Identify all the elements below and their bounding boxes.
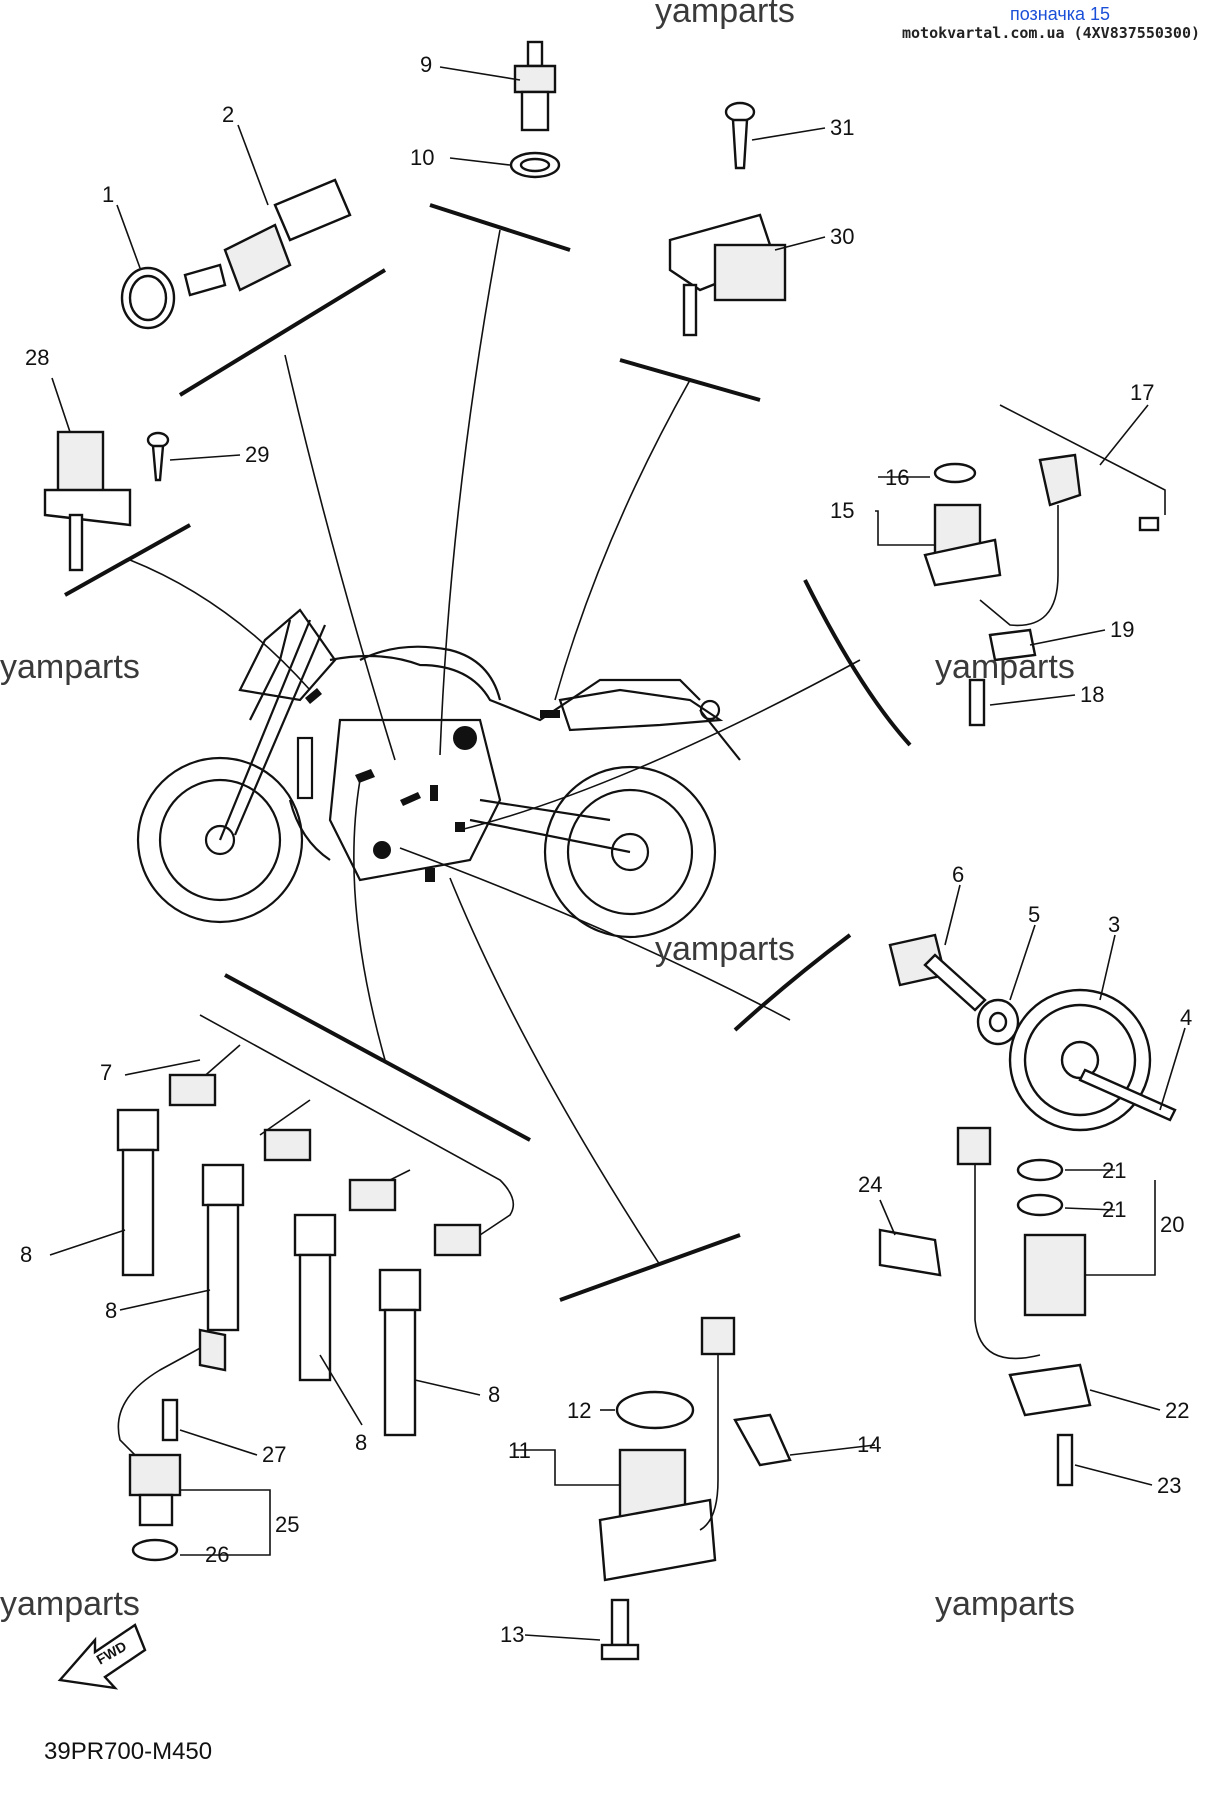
callout-10: 10	[410, 145, 434, 170]
callout-19: 19	[1110, 617, 1134, 642]
callout-21b: 21	[1102, 1197, 1126, 1222]
callout-9: 9	[420, 52, 432, 77]
watermark-top: yamparts	[655, 0, 795, 30]
part-25-sensor	[117, 1328, 227, 1527]
part-13-bolt	[600, 1598, 640, 1661]
part-18-bolt	[968, 678, 986, 727]
motorcycle-outline	[136, 608, 741, 939]
part-31-screw	[724, 101, 756, 170]
part-27-bolt	[161, 1398, 179, 1442]
part-30-position-sensor	[668, 213, 787, 337]
part-14-clamp	[733, 1413, 792, 1467]
part-2-temp-sensor	[183, 178, 352, 297]
part-1-washer	[120, 266, 176, 330]
fwd-arrow-icon: FWD	[57, 1623, 147, 1690]
part-28-sensor	[43, 430, 132, 572]
leader-lines	[129, 229, 861, 1266]
callout-5: 5	[1028, 902, 1040, 927]
callout-17: 17	[1130, 380, 1154, 405]
callout-3: 3	[1108, 912, 1120, 937]
part-8-ignition-coils	[116, 1108, 422, 1437]
part-17-wire-lead	[979, 404, 1166, 627]
callout-15: 15	[830, 498, 854, 523]
part-26-o-ring	[131, 1538, 179, 1562]
part-22-bracket	[1008, 1363, 1092, 1417]
watermark-center: yamparts	[655, 930, 795, 968]
diagram-tag: позначка 15	[1009, 4, 1111, 24]
callout-30: 30	[830, 224, 854, 249]
callout-6: 6	[952, 862, 964, 887]
callout-29: 29	[245, 442, 269, 467]
callout-24: 24	[858, 1172, 882, 1197]
callout-20: 20	[1160, 1212, 1184, 1237]
watermark-right-upper: yamparts	[935, 648, 1075, 686]
callout-25: 25	[275, 1512, 299, 1537]
part-10-washer	[509, 151, 561, 179]
part-3-sprocket	[1008, 988, 1152, 1132]
callout-14: 14	[857, 1432, 881, 1457]
part-4-pin	[1078, 1068, 1177, 1122]
part-9-pressure-switch	[513, 40, 557, 132]
part-21-o-rings	[1016, 1158, 1064, 1217]
bracket-lines	[64, 203, 912, 1302]
callout-26: 26	[205, 1542, 229, 1567]
part-16-o-ring	[933, 462, 977, 484]
callout-16: 16	[885, 465, 909, 490]
source-label: motokvartal.com.ua (4XV837550300)	[901, 24, 1200, 42]
callout-7: 7	[100, 1060, 112, 1085]
callout-leaders	[49, 66, 1186, 1641]
callout-21a: 21	[1102, 1158, 1126, 1183]
callout-8d: 8	[488, 1382, 500, 1407]
callout-27: 27	[262, 1442, 286, 1467]
callout-1: 1	[102, 182, 114, 207]
part-6-bolt	[888, 933, 987, 1012]
callout-8a: 8	[20, 1242, 32, 1267]
callout-11: 11	[508, 1438, 531, 1463]
part-20-speed-sensor	[956, 1126, 1087, 1360]
watermark-left-upper: yamparts	[0, 648, 140, 686]
part-11-sensor	[598, 1316, 736, 1582]
callout-18: 18	[1080, 682, 1104, 707]
part-24-bracket	[878, 1228, 942, 1277]
watermark-right-lower: yamparts	[935, 1585, 1075, 1623]
watermark-left-lower: yamparts	[0, 1585, 140, 1623]
part-5-washer	[976, 998, 1020, 1046]
part-12-o-ring	[615, 1390, 695, 1430]
callout-31: 31	[830, 115, 854, 140]
callout-4: 4	[1180, 1005, 1192, 1030]
callout-12: 12	[567, 1398, 591, 1423]
callout-28: 28	[25, 345, 49, 370]
callout-8b: 8	[105, 1298, 117, 1323]
part-23-bolt	[1056, 1433, 1074, 1487]
callout-8c: 8	[355, 1430, 367, 1455]
callout-22: 22	[1165, 1398, 1189, 1423]
callout-13: 13	[500, 1622, 524, 1647]
part-15-speed-sensor	[923, 503, 1002, 587]
part-19-clamp	[988, 628, 1037, 662]
callout-2: 2	[222, 102, 234, 127]
callout-numbers: 1 2 3 4 5 6 7 8 8 8 8 9 10 11 12 13 14 1…	[20, 52, 1192, 1647]
part-29-screw	[146, 431, 170, 482]
callout-23: 23	[1157, 1473, 1181, 1498]
part-7-wire-harness	[168, 1014, 515, 1257]
diagram-code: 39PR700-M450	[44, 1738, 213, 1765]
